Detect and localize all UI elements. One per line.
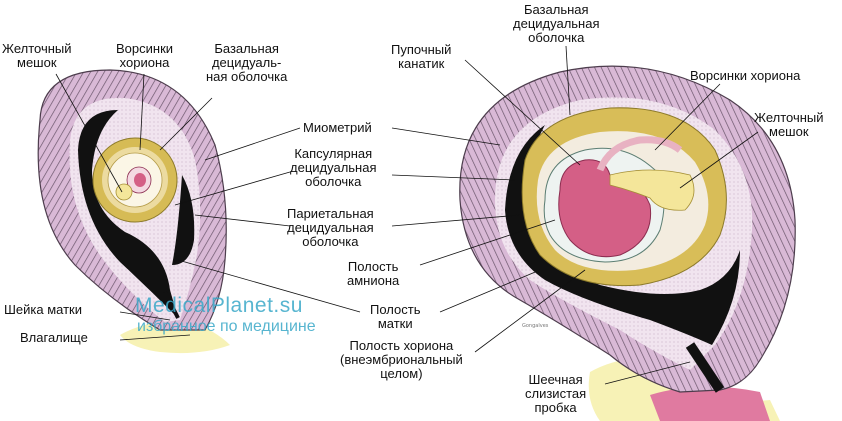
label-uterine-cavity: Полость матки: [370, 302, 421, 331]
label-left-chorionic-villi: Ворсинки хориона: [116, 41, 174, 70]
label-amniotic-cavity: Полость амниона: [347, 259, 400, 288]
right-uterus: [459, 65, 796, 421]
right-vagina-pink: [650, 386, 770, 421]
label-left-decidua-basalis: Базальная децидуаль- ная оболочка: [206, 41, 288, 84]
right-umbilical-cord: [596, 136, 683, 172]
label-decidua-capsularis: Капсулярная децидуальная оболочка: [290, 146, 377, 189]
label-vagina: Влагалище: [20, 330, 88, 345]
left-uterine-cavity: [78, 110, 178, 318]
right-cervical-plug: [685, 342, 725, 393]
right-yolk-sac: [609, 169, 695, 211]
left-cervix-canal: [163, 291, 180, 319]
illustrator-signature: Gongalves: [522, 323, 549, 329]
left-embryo: [134, 173, 146, 187]
label-right-yolk-sac: Желточный мешок: [754, 110, 824, 139]
label-cervix: Шейка матки: [4, 302, 83, 317]
left-cavity-right: [172, 175, 195, 265]
watermark-site: MedicalPlanet.su: [135, 294, 303, 317]
watermark-tagline: избранное по медицине: [137, 318, 316, 335]
label-cervical-plug: Шеечная слизистая пробка: [525, 372, 587, 415]
left-uterus: [37, 69, 230, 354]
label-decidua-parietalis: Париетальная децидуальная оболочка: [287, 206, 374, 249]
right-uterine-cavity: [505, 125, 740, 345]
left-yolk-sac: [115, 183, 133, 201]
leader-lines: [55, 45, 759, 385]
label-myometrium: Миометрий: [303, 120, 372, 135]
label-right-decidua-basalis: Базальная децидуальная оболочка: [513, 2, 600, 45]
label-right-chorionic-villi: Ворсинки хориона: [690, 68, 801, 83]
label-umbilical-cord: Пупочный канатик: [391, 42, 452, 71]
label-chorionic-cavity: Полость хориона (внеэмбриональный целом): [340, 338, 463, 381]
label-left-yolk-sac: Желточный мешок: [2, 41, 72, 70]
